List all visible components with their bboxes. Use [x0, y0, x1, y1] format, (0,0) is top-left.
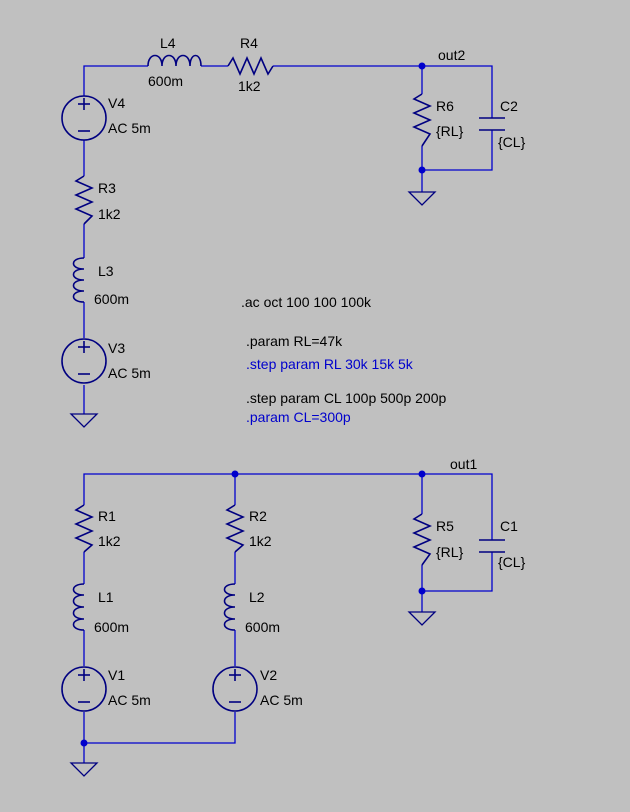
wire: [422, 552, 493, 592]
resistor-value: 1k2: [98, 206, 121, 222]
capacitor-ref: C2: [500, 98, 518, 114]
source-ref: V3: [108, 340, 125, 356]
wire: [83, 473, 493, 540]
top-circuit: L4 600m R4 1k2 out2 V4 AC 5m R6 {RL}: [61, 35, 526, 428]
resistor-value: 1k2: [249, 533, 272, 549]
resistor-ref: R2: [249, 508, 267, 524]
capacitor-value: {CL}: [498, 554, 526, 570]
ground-icon: [69, 762, 99, 777]
wire: [422, 130, 493, 171]
directive-param-cl[interactable]: .param CL=300p: [246, 409, 351, 425]
source-ref: V4: [108, 95, 125, 111]
inductor-L3[interactable]: L3 600m: [72, 257, 130, 307]
resistor-ref: R5: [436, 518, 454, 534]
resistor-R2[interactable]: R2 1k2: [225, 504, 272, 553]
capacitor-C1[interactable]: C1 {CL}: [479, 518, 526, 570]
inductor-L4[interactable]: L4 600m: [147, 35, 202, 89]
junction-dot: [231, 470, 239, 478]
inductor-value: 600m: [245, 619, 280, 635]
source-ref: V2: [260, 667, 277, 683]
resistor-ref: R1: [98, 508, 116, 524]
junction-dot: [418, 62, 426, 70]
net-label-out1: out1: [450, 456, 477, 472]
resistor-R3[interactable]: R3 1k2: [74, 175, 121, 225]
voltage-source-V4[interactable]: V4 AC 5m: [61, 95, 151, 141]
inductor-value: 600m: [148, 73, 183, 89]
resistor-ref: R4: [240, 35, 258, 51]
resistor-value: 1k2: [238, 78, 261, 94]
voltage-source-V2[interactable]: V2 AC 5m: [212, 666, 303, 712]
inductor-L2[interactable]: L2 600m: [223, 583, 281, 635]
resistor-ref: R3: [98, 180, 116, 196]
resistor-value: {RL}: [436, 544, 464, 560]
capacitor-ref: C1: [500, 518, 518, 534]
net-label-out2: out2: [438, 47, 465, 63]
wire: [273, 65, 493, 118]
directive-ac[interactable]: .ac oct 100 100 100k: [241, 294, 372, 310]
resistor-value: {RL}: [436, 123, 464, 139]
directive-param-rl[interactable]: .param RL=47k: [246, 333, 343, 349]
source-ref: V1: [108, 667, 125, 683]
directive-step-cl[interactable]: .step param CL 100p 500p 200p: [246, 390, 447, 406]
resistor-R6[interactable]: R6 {RL}: [412, 93, 464, 147]
inductor-ref: L1: [98, 589, 114, 605]
resistor-R4[interactable]: R4 1k2: [227, 35, 274, 94]
resistor-R5[interactable]: R5 {RL}: [412, 513, 464, 566]
source-value: AC 5m: [108, 692, 151, 708]
inductor-ref: L3: [98, 263, 114, 279]
inductor-ref: L4: [160, 35, 176, 51]
resistor-ref: R6: [436, 98, 454, 114]
capacitor-value: {CL}: [498, 134, 526, 150]
wire: [83, 65, 148, 96]
ground-icon: [407, 191, 437, 206]
source-value: AC 5m: [108, 365, 151, 381]
directive-step-rl[interactable]: .step param RL 30k 15k 5k: [246, 356, 414, 372]
voltage-source-V1[interactable]: V1 AC 5m: [61, 666, 151, 712]
junction-dot: [418, 587, 426, 595]
inductor-value: 600m: [94, 291, 129, 307]
inductor-ref: L2: [249, 589, 265, 605]
source-value: AC 5m: [260, 692, 303, 708]
spice-directives: .ac oct 100 100 100k .param RL=47k .step…: [241, 294, 447, 425]
ground-icon: [69, 413, 99, 428]
junction-dot: [418, 470, 426, 478]
bottom-circuit: out1 R1 1k2 R2 1k2 R5 {RL} C1 {CL}: [61, 456, 526, 777]
resistor-R1[interactable]: R1 1k2: [74, 504, 121, 553]
inductor-L1[interactable]: L1 600m: [72, 583, 130, 635]
wire: [84, 712, 236, 744]
ground-icon: [407, 611, 437, 626]
capacitor-C2[interactable]: C2 {CL}: [479, 98, 526, 150]
inductor-value: 600m: [94, 619, 129, 635]
source-value: AC 5m: [108, 120, 151, 136]
voltage-source-V3[interactable]: V3 AC 5m: [61, 338, 151, 384]
resistor-value: 1k2: [98, 533, 121, 549]
junction-dot: [80, 739, 88, 747]
junction-dot: [418, 166, 426, 174]
